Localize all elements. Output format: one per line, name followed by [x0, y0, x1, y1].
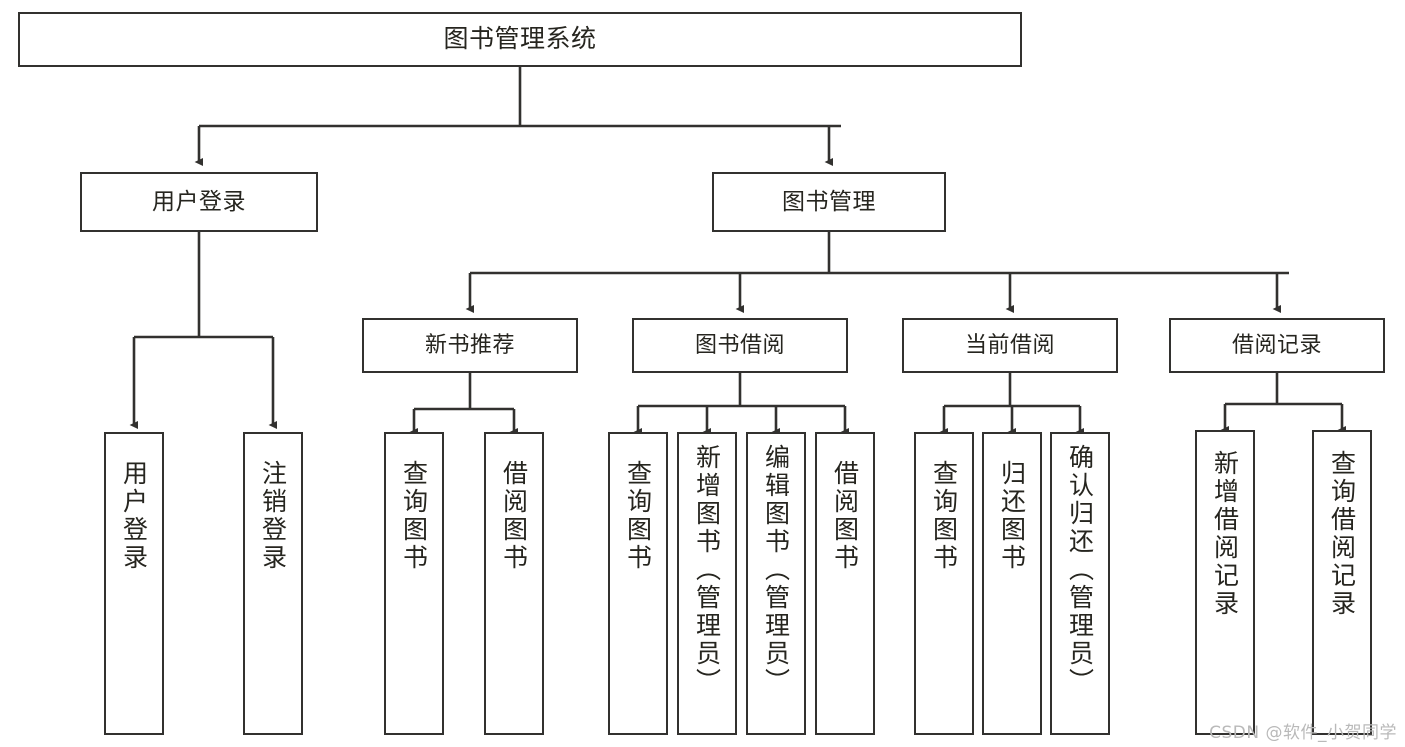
node-label: 新增借阅记录 [1210, 450, 1240, 618]
node-label: 新增图书（管理员） [692, 444, 722, 696]
node-label: 确认归还（管理员） [1065, 444, 1095, 696]
node-label: 图书管理 [782, 188, 876, 215]
node-leaf-add-record[interactable]: 新增借阅记录 [1195, 430, 1255, 735]
node-label: 新书推荐 [424, 332, 515, 358]
node-label: 用户登录 [119, 460, 149, 572]
edge-group-book-manage [465, 232, 1289, 314]
node-label: 用户登录 [152, 188, 246, 215]
node-label: 当前借阅 [964, 332, 1055, 358]
node-leaf-return-book[interactable]: 归还图书 [982, 432, 1042, 735]
node-current-borrow[interactable]: 当前借阅 [902, 318, 1118, 373]
node-leaf-confirm-return[interactable]: 确认归还（管理员） [1050, 432, 1110, 735]
node-leaf-query-record[interactable]: 查询借阅记录 [1312, 430, 1372, 735]
node-label: 归还图书 [997, 460, 1027, 572]
node-label: 查询借阅记录 [1327, 450, 1357, 618]
node-label: 借阅记录 [1231, 332, 1322, 358]
node-book-manage[interactable]: 图书管理 [712, 172, 946, 232]
edge-group-new-book-recommend [409, 373, 519, 437]
node-leaf-user-logout[interactable]: 注销登录 [243, 432, 303, 735]
node-label: 注销登录 [258, 460, 288, 572]
node-label: 查询图书 [929, 460, 959, 572]
node-leaf-borrow-book-1[interactable]: 借阅图书 [484, 432, 544, 735]
node-leaf-query-book-2[interactable]: 查询图书 [608, 432, 668, 735]
node-new-book-recommend[interactable]: 新书推荐 [362, 318, 578, 373]
node-leaf-add-book[interactable]: 新增图书（管理员） [677, 432, 737, 735]
node-borrow-record[interactable]: 借阅记录 [1169, 318, 1385, 373]
node-leaf-query-book-1[interactable]: 查询图书 [384, 432, 444, 735]
csdn-watermark: CSDN @软件_小贺同学 [1209, 723, 1397, 743]
node-label: 图书管理系统 [443, 24, 597, 54]
node-label: 借阅图书 [830, 460, 860, 572]
node-label: 图书借阅 [694, 332, 785, 358]
edge-group-current-borrow [939, 373, 1085, 437]
node-leaf-query-book-3[interactable]: 查询图书 [914, 432, 974, 735]
edge-group-book-borrow [633, 373, 850, 437]
node-label: 借阅图书 [499, 460, 529, 572]
edge-group-borrow-record [1220, 373, 1347, 435]
node-root-system[interactable]: 图书管理系统 [18, 12, 1022, 67]
edge-group-root [194, 67, 841, 167]
node-user-login[interactable]: 用户登录 [80, 172, 318, 232]
node-book-borrow[interactable]: 图书借阅 [632, 318, 848, 373]
node-label: 编辑图书（管理员） [761, 444, 791, 696]
node-leaf-borrow-book-2[interactable]: 借阅图书 [815, 432, 875, 735]
node-leaf-edit-book[interactable]: 编辑图书（管理员） [746, 432, 806, 735]
edge-group-user-login [129, 232, 278, 430]
node-leaf-user-login[interactable]: 用户登录 [104, 432, 164, 735]
node-label: 查询图书 [623, 460, 653, 572]
node-label: 查询图书 [399, 460, 429, 572]
